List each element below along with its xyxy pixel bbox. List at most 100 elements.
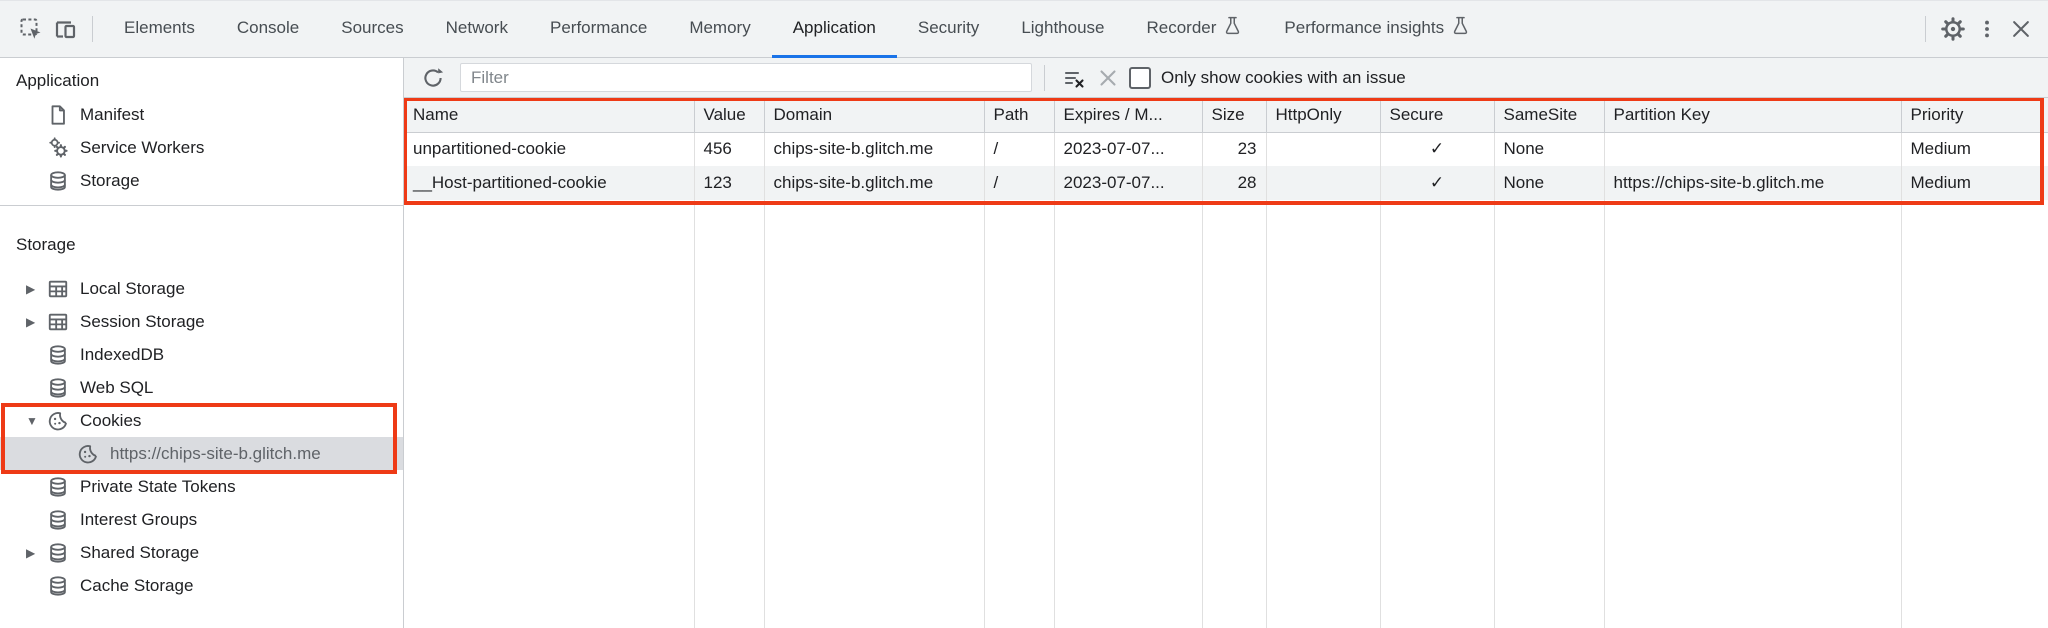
sidebar-item-service-workers[interactable]: Service Workers: [0, 131, 403, 164]
sidebar-item-shared-storage[interactable]: ▶ Shared Storage: [0, 536, 403, 569]
panel-tabs: Elements Console Sources Network Perform…: [103, 1, 1491, 58]
cookies-filter-toolbar: Only show cookies with an issue: [404, 58, 2048, 98]
refresh-icon[interactable]: [416, 61, 450, 95]
tab-network[interactable]: Network: [425, 1, 529, 58]
cell-samesite: None: [1494, 132, 1605, 166]
cookie-row-host-partitioned[interactable]: __Host-partitioned-cookie 123 chips-site…: [404, 166, 2048, 200]
chevron-collapsed-icon[interactable]: ▶: [26, 314, 36, 329]
sidebar-item-storage[interactable]: Storage: [0, 164, 403, 197]
document-icon: [46, 103, 70, 127]
cookies-table: Name Value Domain Path Expires / M... Si…: [404, 98, 2048, 628]
chevron-collapsed-icon[interactable]: ▶: [26, 545, 36, 560]
sidebar-item-indexeddb[interactable]: IndexedDB: [0, 338, 403, 371]
column-header-secure[interactable]: Secure: [1380, 98, 1495, 133]
database-icon: [46, 169, 70, 193]
cell-expires: 2023-07-07...: [1054, 132, 1203, 166]
chevron-collapsed-icon[interactable]: ▶: [26, 281, 36, 296]
toolbar-right-controls: [1915, 12, 2038, 46]
sidebar-item-interest-groups[interactable]: Interest Groups: [0, 503, 403, 536]
table-header-row: Name Value Domain Path Expires / M... Si…: [404, 98, 2048, 133]
chevron-expanded-icon[interactable]: ▼: [26, 413, 38, 428]
cell-name: unpartitioned-cookie: [404, 132, 695, 166]
tab-label: Console: [236, 17, 300, 37]
sidebar-item-session-storage[interactable]: ▶ Session Storage: [0, 305, 403, 338]
tab-label: Sources: [341, 17, 404, 37]
settings-gear-icon[interactable]: [1936, 12, 1970, 46]
sidebar-item-label: Cache Storage: [80, 575, 194, 595]
filter-input[interactable]: [460, 63, 1032, 92]
sidebar-item-label: https://chips-site-b.glitch.me: [110, 443, 321, 463]
cell-secure-checkmark: ✓: [1380, 132, 1495, 166]
database-icon: [46, 541, 70, 565]
cell-secure-checkmark: ✓: [1380, 166, 1495, 200]
column-header-httponly[interactable]: HttpOnly: [1266, 98, 1381, 133]
close-icon[interactable]: [2004, 12, 2038, 46]
column-header-size[interactable]: Size: [1202, 98, 1267, 133]
sidebar-item-cookies[interactable]: ▼ Cookies: [0, 404, 403, 437]
database-icon: [46, 475, 70, 499]
sidebar-item-private-state-tokens[interactable]: Private State Tokens: [0, 470, 403, 503]
column-header-path[interactable]: Path: [984, 98, 1055, 133]
toolbar-divider: [92, 16, 93, 42]
tab-application[interactable]: Application: [771, 1, 897, 58]
cell-path: /: [984, 166, 1055, 200]
table-grid-icon: [46, 277, 70, 301]
sidebar-item-label: Interest Groups: [80, 509, 198, 529]
tab-sources[interactable]: Sources: [320, 1, 424, 58]
column-header-samesite[interactable]: SameSite: [1494, 98, 1605, 133]
column-header-name[interactable]: Name: [404, 98, 695, 133]
sidebar-item-manifest[interactable]: Manifest: [0, 98, 403, 131]
only-issues-checkbox[interactable]: [1129, 66, 1151, 89]
sidebar-item-label: Private State Tokens: [80, 476, 236, 496]
inspect-element-icon[interactable]: [14, 12, 48, 46]
tab-performance[interactable]: Performance: [529, 1, 668, 58]
table-grid-icon: [46, 310, 70, 334]
tab-label: Performance insights: [1284, 17, 1445, 37]
experiment-flask-icon: [1451, 16, 1470, 40]
sidebar-item-cache-storage[interactable]: Cache Storage: [0, 569, 403, 602]
sidebar-item-label: Manifest: [80, 104, 145, 124]
tab-label: Security: [917, 17, 980, 37]
sidebar-item-cookies-origin[interactable]: https://chips-site-b.glitch.me: [0, 437, 403, 470]
tab-label: Network: [445, 17, 508, 37]
cell-domain: chips-site-b.glitch.me: [764, 166, 985, 200]
tab-performance-insights[interactable]: Performance insights: [1263, 1, 1491, 58]
sidebar-item-local-storage[interactable]: ▶ Local Storage: [0, 272, 403, 305]
cookie-row-unpartitioned[interactable]: unpartitioned-cookie 456 chips-site-b.gl…: [404, 132, 2048, 166]
cell-httponly: [1266, 166, 1381, 200]
toolbar-divider: [1925, 16, 1926, 42]
cell-priority: Medium: [1910, 173, 1971, 192]
column-header-expires[interactable]: Expires / M...: [1054, 98, 1203, 133]
cookie-icon: [46, 409, 70, 433]
sidebar-item-label: Local Storage: [80, 278, 185, 298]
tab-lighthouse[interactable]: Lighthouse: [1000, 1, 1125, 58]
column-header-domain[interactable]: Domain: [764, 98, 985, 133]
device-toolbar-icon[interactable]: [48, 12, 82, 46]
tab-console[interactable]: Console: [216, 1, 320, 58]
only-issues-label[interactable]: Only show cookies with an issue: [1161, 67, 1406, 87]
database-icon: [46, 376, 70, 400]
column-header-value[interactable]: Value: [694, 98, 765, 133]
clear-filter-icon[interactable]: [1057, 61, 1091, 95]
cookie-icon: [76, 442, 100, 466]
sidebar-item-web-sql[interactable]: Web SQL: [0, 371, 403, 404]
delete-selected-icon[interactable]: [1091, 61, 1125, 95]
column-header-priority[interactable]: Priority: [1901, 98, 2048, 133]
sidebar-item-label: Storage: [80, 170, 140, 190]
experiment-flask-icon: [1223, 16, 1242, 40]
tab-label: Memory: [689, 17, 751, 37]
more-options-icon[interactable]: [1970, 12, 2004, 46]
tab-security[interactable]: Security: [897, 1, 1000, 58]
sidebar-section-application: Application: [16, 71, 100, 90]
application-sidebar: Application Manifest: [0, 58, 404, 628]
service-workers-gears-icon: [46, 136, 70, 160]
column-header-partition-key[interactable]: Partition Key: [1604, 98, 1902, 133]
cookies-panel: Only show cookies with an issue Name Val…: [404, 58, 2048, 628]
tab-label: Performance: [549, 17, 648, 37]
table-empty-filler: [404, 200, 2048, 628]
database-icon: [46, 508, 70, 532]
cell-size: 28: [1202, 166, 1267, 200]
tab-memory[interactable]: Memory: [668, 1, 771, 58]
tab-elements[interactable]: Elements: [103, 1, 216, 58]
tab-recorder[interactable]: Recorder: [1126, 1, 1264, 58]
